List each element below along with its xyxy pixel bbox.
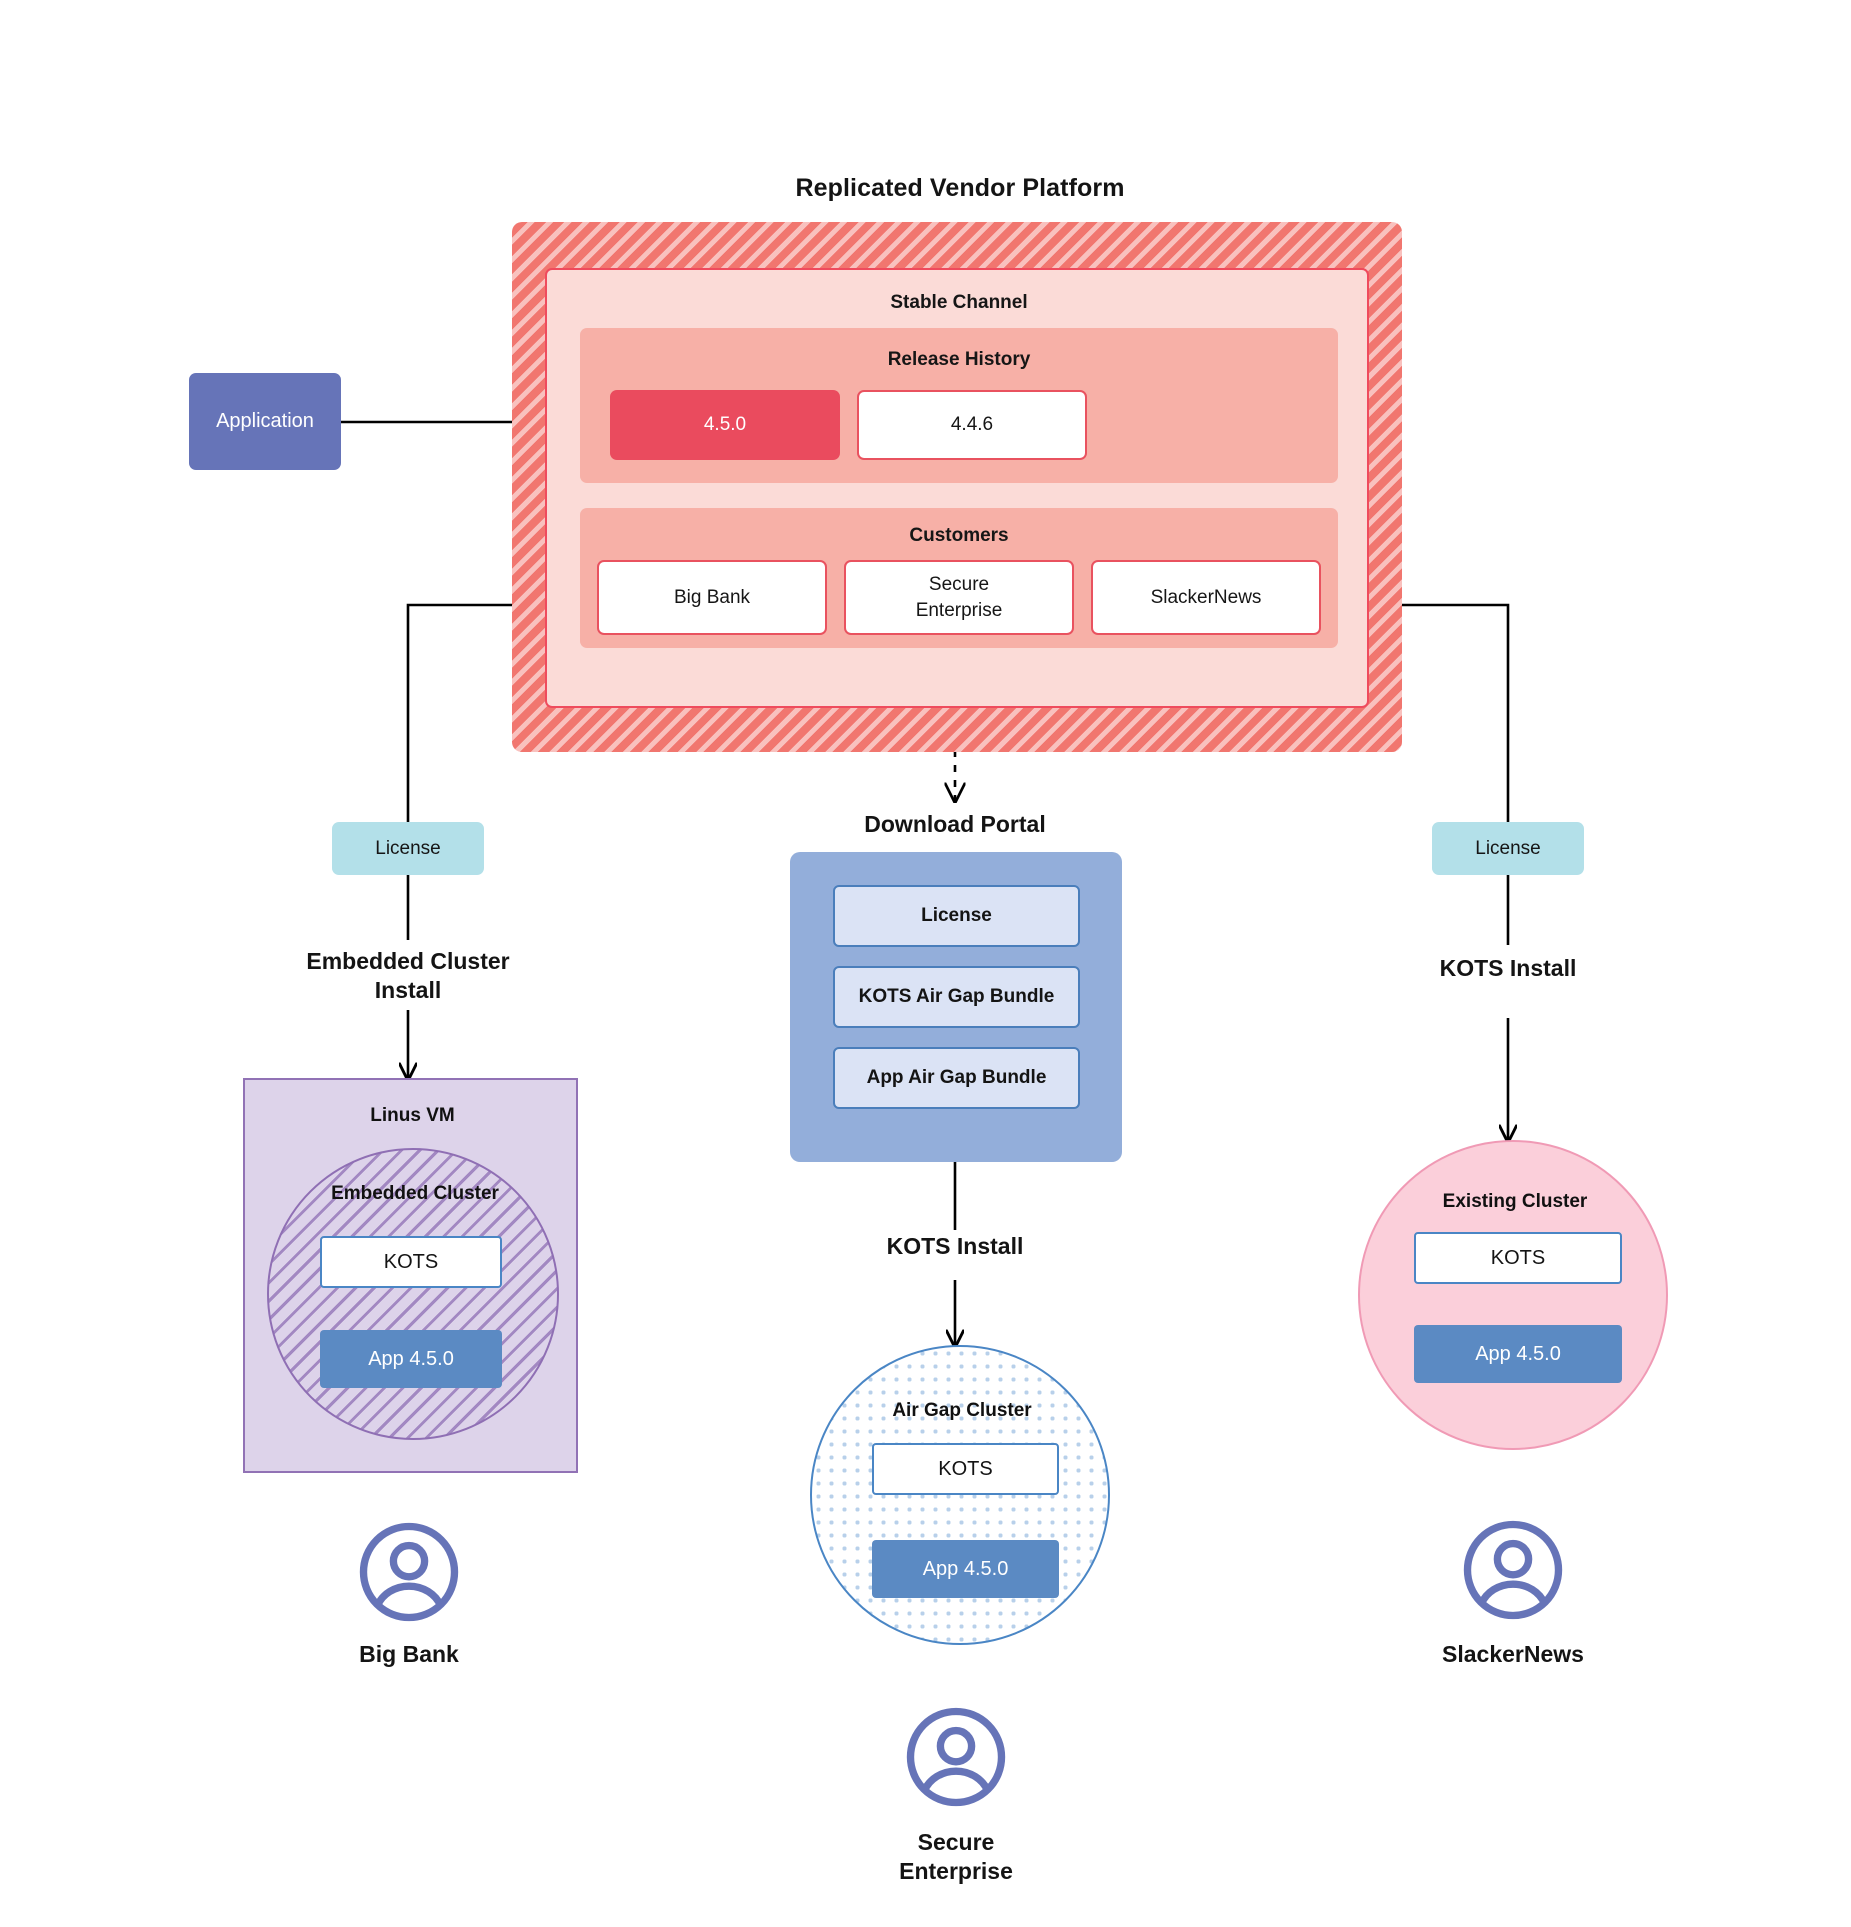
- customer-name-label: Big Bank: [673, 586, 751, 608]
- kots-box-existing[interactable]: KOTS: [1414, 1232, 1622, 1284]
- app-box-embedded[interactable]: App 4.5.0: [320, 1330, 502, 1388]
- portal-item-app-air-gap-bundle[interactable]: App Air Gap Bundle: [833, 1047, 1080, 1109]
- kots-label: KOTS: [938, 1457, 993, 1480]
- stable-channel-title: Stable Channel: [890, 292, 1028, 313]
- portal-item-kots-air-gap-bundle[interactable]: KOTS Air Gap Bundle: [833, 966, 1080, 1028]
- kots-box-embedded[interactable]: KOTS: [320, 1236, 502, 1288]
- customer-caption-big-bank: Big Bank: [359, 1641, 459, 1668]
- app-version-label: App 4.5.0: [922, 1557, 1009, 1580]
- user-avatar-secure-enterprise: [904, 1705, 1008, 1809]
- linux-vm-title: Linus VM: [370, 1105, 455, 1126]
- customer-caption-slackernews: SlackerNews: [1442, 1641, 1584, 1668]
- release-card-current[interactable]: 4.5.0: [610, 390, 840, 460]
- air-gap-cluster-circle: Air Gap Cluster: [810, 1345, 1110, 1645]
- portal-item-license[interactable]: License: [833, 885, 1080, 947]
- release-history-title: Release History: [887, 348, 1031, 370]
- customer-caption-secure-enterprise: Secure Enterprise: [899, 1828, 1013, 1884]
- customer-name-label: SlackerNews: [1150, 586, 1262, 608]
- customer-name-label: Secure Enterprise: [915, 574, 1003, 621]
- user-avatar-big-bank: [357, 1520, 461, 1624]
- application-label: Application: [216, 410, 314, 432]
- release-version-label: 4.5.0: [703, 414, 747, 435]
- customers-title: Customers: [909, 524, 1009, 546]
- license-chip-left[interactable]: License: [332, 822, 484, 875]
- release-card-past[interactable]: 4.4.6: [857, 390, 1087, 460]
- customer-card-big-bank[interactable]: Big Bank: [597, 560, 827, 635]
- license-label: License: [375, 837, 441, 859]
- kots-box-airgap[interactable]: KOTS: [872, 1443, 1059, 1495]
- kots-label: KOTS: [1490, 1246, 1546, 1269]
- app-version-label: App 4.5.0: [368, 1347, 454, 1370]
- customer-card-secure-enterprise[interactable]: Secure Enterprise: [844, 560, 1074, 635]
- diagram-title: Replicated Vendor Platform: [795, 173, 1125, 202]
- kots-install-label-center: KOTS Install: [886, 1233, 1024, 1260]
- existing-cluster-title: Existing Cluster: [1442, 1191, 1588, 1212]
- app-box-airgap[interactable]: App 4.5.0: [872, 1540, 1059, 1598]
- customer-card-slackernews[interactable]: SlackerNews: [1091, 560, 1321, 635]
- user-avatar-slackernews: [1461, 1518, 1565, 1622]
- app-version-label: App 4.5.0: [1475, 1342, 1561, 1365]
- embedded-cluster-title: Embedded Cluster: [331, 1183, 499, 1204]
- customers-container: Customers Big Bank Secure Enterprise Sla…: [580, 508, 1338, 648]
- kots-install-label-right: KOTS Install: [1439, 955, 1577, 982]
- stable-channel-container: Stable Channel Release History 4.5.0 4.4…: [545, 268, 1369, 708]
- embedded-cluster-circle: Embedded Cluster: [267, 1148, 559, 1440]
- portal-item-label: KOTS Air Gap Bundle: [858, 986, 1055, 1007]
- embedded-cluster-install-label: Embedded Cluster Install: [306, 947, 510, 1003]
- download-portal-title: Download Portal: [864, 811, 1046, 838]
- portal-item-label: App Air Gap Bundle: [866, 1067, 1047, 1088]
- kots-label: KOTS: [383, 1250, 439, 1273]
- application-node[interactable]: Application: [189, 373, 341, 470]
- release-version-label: 4.4.6: [950, 414, 994, 435]
- vendor-platform-container: Stable Channel Release History 4.5.0 4.4…: [512, 222, 1402, 752]
- release-history-container: Release History 4.5.0 4.4.6: [580, 328, 1338, 483]
- license-label: License: [1475, 837, 1541, 859]
- linux-vm-container: Linus VM Embedded Cluster: [243, 1078, 578, 1473]
- existing-cluster-circle: Existing Cluster: [1358, 1140, 1668, 1450]
- license-chip-right[interactable]: License: [1432, 822, 1584, 875]
- air-gap-cluster-title: Air Gap Cluster: [892, 1400, 1032, 1421]
- portal-item-label: License: [921, 905, 992, 926]
- app-box-existing[interactable]: App 4.5.0: [1414, 1325, 1622, 1383]
- download-portal-container: License KOTS Air Gap Bundle App Air Gap …: [790, 852, 1122, 1162]
